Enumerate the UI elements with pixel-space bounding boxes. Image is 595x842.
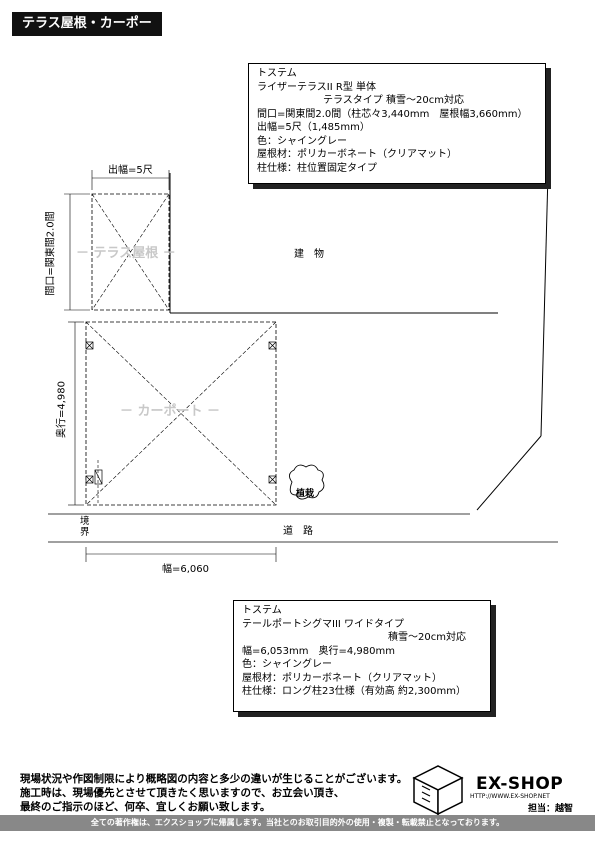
post-mark <box>268 475 277 484</box>
planting-shape <box>289 464 325 500</box>
terrace-roof-outline <box>91 193 170 311</box>
building-label: 建 物 <box>294 249 324 260</box>
carport-diagonal-1 <box>85 321 277 506</box>
terrace-pillar: 柱仕様：柱位置固定タイプ <box>257 162 377 174</box>
building-corner <box>476 435 542 511</box>
carport-product: テールポートシグマIII ワイドタイプ <box>242 618 405 630</box>
carport-depth-label: 奥行=4,980 <box>56 381 68 439</box>
boundary-label: 境界 <box>80 516 90 538</box>
terrace-depth-spec: 出幅=5尺（1,485mm） <box>257 122 370 133</box>
terrace-width-label: 間口=関東間2.0間 <box>45 211 57 296</box>
post-mark <box>85 341 94 350</box>
page-title: テラス屋根・カーポート <box>12 12 162 55</box>
footer-note: 現場状況や作図制限により概略図の内容と多少の違いが生じることがございます。 施工… <box>20 772 407 814</box>
post-mark <box>268 341 277 350</box>
brand-url: HTTP://WWW.EX-SHOP.NET <box>470 793 550 800</box>
copyright-bar: 全ての著作権は、エクスショップに帰属します。当社とのお取引目的外の使用・複製・転… <box>0 815 595 831</box>
carport-snow: 積雪〜20cm対応 <box>388 632 466 643</box>
planting-label: 植栽 <box>296 489 315 499</box>
carport-roof-material: 屋根材：ポリカーボネート（クリアマット） <box>242 672 442 684</box>
terrace-product: ライザーテラスII R型 単体 <box>257 81 377 93</box>
carport-pillar: 柱仕様：ロング柱23仕様（有効高 約2,300mm） <box>242 686 467 697</box>
footer-note-line: 最終のご指示のほど、何卒、宜しくお願い致します。 <box>20 801 271 813</box>
carport-color: 色：シャイングレー <box>242 659 332 670</box>
terrace-maker: トステム <box>257 68 297 79</box>
terrace-depth-label: 出幅=5尺 <box>108 165 153 176</box>
carport-outline <box>85 321 277 506</box>
terrace-roof-label: － テラス屋根 － <box>76 246 176 261</box>
terrace-diagonal-2 <box>91 193 170 311</box>
post-mark <box>94 469 103 485</box>
carport-label: － カーポート － <box>120 404 221 419</box>
carport-spec-box: トステム テールポートシグマIII ワイドタイプ 積雪〜20cm対応 幅=6,0… <box>233 600 491 712</box>
terrace-type: テラスタイプ 積雪〜20cm対応 <box>323 95 464 106</box>
post-mark <box>85 475 94 484</box>
terrace-spec-box: トステム ライザーテラスII R型 単体 テラスタイプ 積雪〜20cm対応 間口… <box>248 63 546 184</box>
carport-size: 幅=6,053mm 奥行=4,980mm <box>242 645 395 657</box>
carport-diagonal-2 <box>85 321 277 506</box>
terrace-width-spec: 間口=関東間2.0間（柱芯々3,440mm 屋根幅3,660mm） <box>257 108 528 120</box>
brand-name: EX-SHOP <box>476 774 564 794</box>
carport-width-label: 幅=6,060 <box>162 564 210 575</box>
person-in-charge: 担当：越智 <box>528 804 574 814</box>
terrace-roof-material: 屋根材：ポリカーボネート（クリアマット） <box>257 149 457 160</box>
footer-note-line: 施工時は、現場優先とさせて頂きたく思いますので、お立会い頂き、 <box>20 787 345 799</box>
terrace-color: 色：シャイングレー <box>257 135 347 147</box>
carport-maker: トステム <box>242 605 282 616</box>
carport-posts <box>85 341 277 485</box>
footer-note-line: 現場状況や作図制限により概略図の内容と多少の違いが生じることがございます。 <box>20 773 408 785</box>
road-label: 道 路 <box>283 526 313 537</box>
building-wall-right <box>540 172 549 437</box>
